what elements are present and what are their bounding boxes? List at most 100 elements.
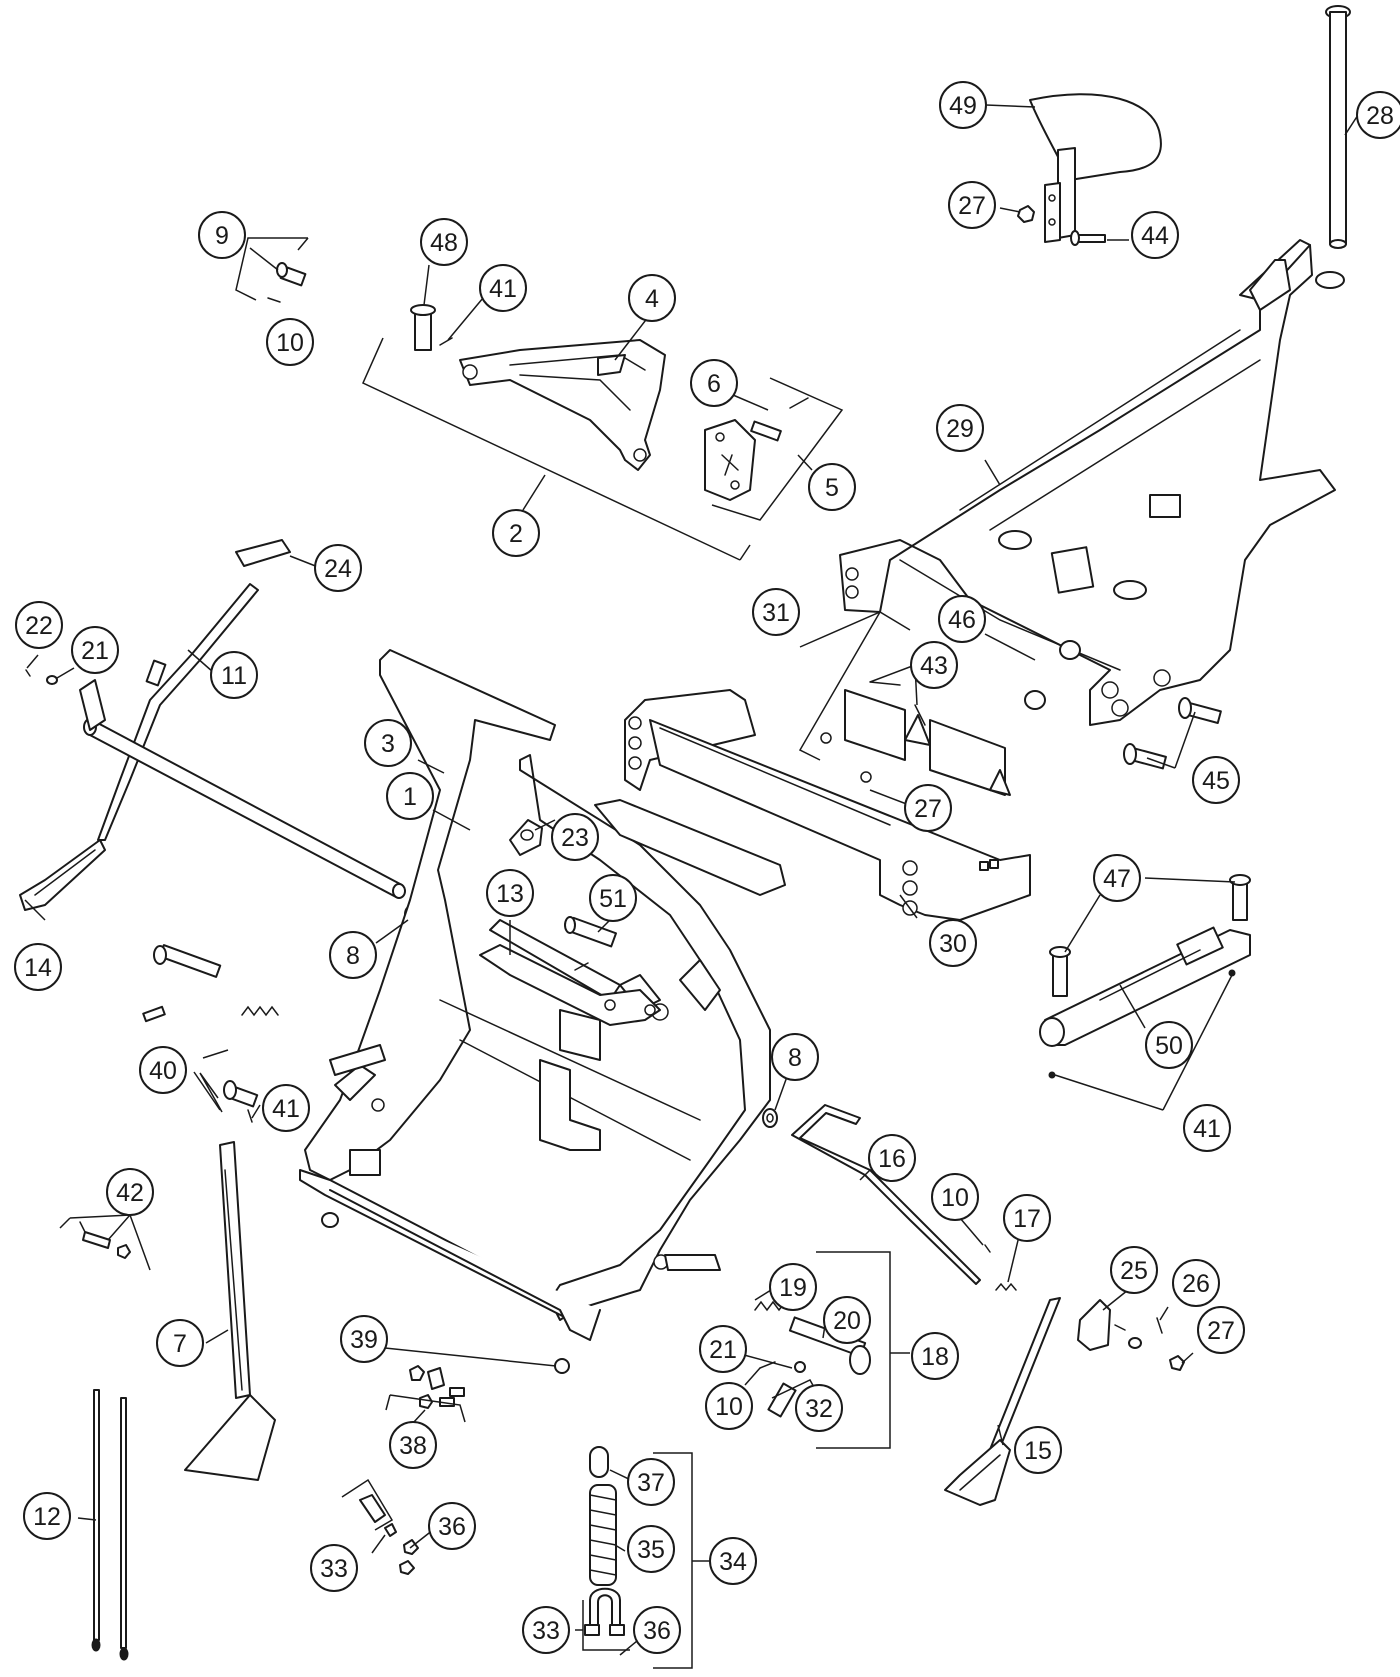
callout-27: 27 (1197, 1306, 1245, 1354)
callout-35: 35 (627, 1525, 675, 1573)
part-9-pin (276, 262, 307, 287)
callout-label: 24 (324, 555, 352, 583)
callout-36: 36 (633, 1606, 681, 1654)
callout-label: 21 (81, 637, 109, 665)
callout-label: 43 (920, 652, 948, 680)
callout-label: 13 (496, 880, 524, 908)
callout-circle (627, 1458, 675, 1506)
callout-label: 21 (709, 1336, 737, 1364)
callout-46: 46 (938, 595, 986, 643)
callout-circle (15, 601, 63, 649)
callout-label: 41 (489, 275, 517, 303)
callout-label: 8 (788, 1044, 802, 1072)
callout-label: 20 (833, 1307, 861, 1335)
callout-22: 22 (15, 601, 63, 649)
callout-label: 18 (921, 1343, 949, 1371)
callout-circle (795, 1384, 843, 1432)
part-22-pin (25, 669, 31, 677)
callout-circle (627, 1525, 675, 1573)
callout-label: 10 (715, 1393, 743, 1421)
part-6-pin (750, 397, 809, 442)
callout-51: 51 (589, 874, 637, 922)
callout-50: 50 (1145, 1021, 1193, 1069)
callout-34: 34 (709, 1537, 757, 1585)
part-12-rods (91, 1389, 129, 1661)
part-13-center-bracket (479, 944, 661, 1026)
part-17-spring (995, 1282, 1017, 1292)
callout-label: 34 (719, 1548, 747, 1576)
part-1-a-frame (299, 649, 786, 1341)
callout-label: 3 (381, 730, 395, 758)
callout-2: 2 (492, 509, 540, 557)
callout-label: 46 (948, 606, 976, 634)
callout-circle (522, 1606, 570, 1654)
callout-circle (1192, 756, 1240, 804)
callout-label: 5 (825, 474, 839, 502)
callout-circle (948, 181, 996, 229)
callout-circle (266, 318, 314, 366)
callout-label: 40 (149, 1057, 177, 1085)
part-10-cotter-a (267, 297, 281, 303)
callout-45: 45 (1192, 756, 1240, 804)
callout-circle (690, 359, 738, 407)
callout-27: 27 (948, 181, 996, 229)
part-50-cylinder (1039, 926, 1251, 1079)
part-5-plate (704, 419, 756, 501)
callout-10: 10 (931, 1173, 979, 1221)
callout-circle (911, 1332, 959, 1380)
callout-label: 44 (1141, 222, 1169, 250)
callout-25: 25 (1110, 1246, 1158, 1294)
callout-circle (771, 1033, 819, 1081)
part-41-cotter-a (439, 337, 453, 346)
part-7-jack-stand (184, 1141, 276, 1481)
callout-circle (1197, 1306, 1245, 1354)
part-26-bolt (1156, 1317, 1163, 1334)
callout-48: 48 (420, 218, 468, 266)
callout-circle (938, 595, 986, 643)
callout-label: 12 (33, 1503, 61, 1531)
part-42-bolt (79, 1221, 131, 1259)
part-28-long-pin (1325, 5, 1351, 249)
part-37-link (589, 1446, 609, 1478)
part-14-foot-pedal (19, 839, 106, 911)
callout-circle (492, 509, 540, 557)
callout-label: 36 (438, 1513, 466, 1541)
callout-label: 25 (1120, 1257, 1148, 1285)
callout-29: 29 (936, 404, 984, 452)
callout-36: 36 (428, 1502, 476, 1550)
callout-circle (752, 588, 800, 636)
callout-label: 41 (272, 1095, 300, 1123)
part-23-clip (509, 819, 543, 856)
callout-38: 38 (389, 1421, 437, 1469)
callout-label: 50 (1155, 1032, 1183, 1060)
callout-label: 33 (532, 1617, 560, 1645)
part-33-clip-a (359, 1494, 397, 1537)
part-49-shield (1029, 93, 1162, 243)
callout-circle (1172, 1259, 1220, 1307)
part-36-nut-a (399, 1539, 419, 1575)
part-51-pin (564, 916, 618, 971)
callout-circle (1183, 1104, 1231, 1152)
callout-3: 3 (364, 719, 412, 767)
callout-label: 26 (1182, 1270, 1210, 1298)
callout-10: 10 (266, 318, 314, 366)
callout-18: 18 (911, 1332, 959, 1380)
callout-30: 30 (929, 919, 977, 967)
callout-label: 41 (1193, 1115, 1221, 1143)
callout-circle (14, 943, 62, 991)
callout-circle (929, 919, 977, 967)
callout-circle (71, 626, 119, 674)
part-shaft (79, 679, 406, 899)
callout-20: 20 (823, 1296, 871, 1344)
callout-circle (420, 218, 468, 266)
callout-label: 38 (399, 1432, 427, 1460)
callout-circle (329, 931, 377, 979)
callout-13: 13 (486, 869, 534, 917)
callout-circle (389, 1421, 437, 1469)
callout-9: 9 (198, 211, 246, 259)
part-11-lever (97, 583, 259, 841)
part-27-nut-c (1169, 1355, 1185, 1371)
part-40-pin-assembly (142, 944, 279, 1123)
callout-circle (23, 1492, 71, 1540)
